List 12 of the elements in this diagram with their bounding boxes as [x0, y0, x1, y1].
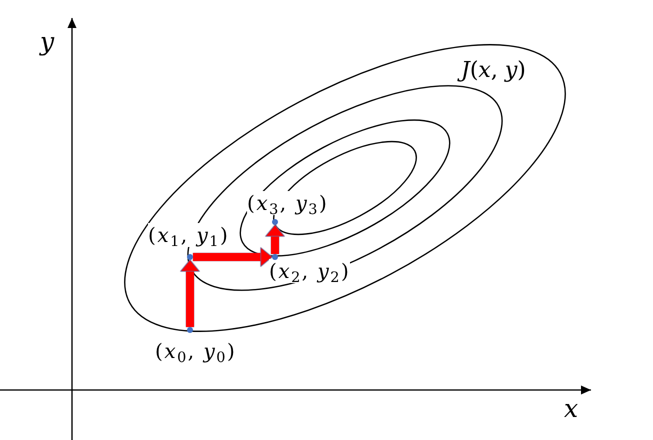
point-marker-icon [187, 254, 193, 260]
axis-label: x [564, 394, 578, 424]
point-marker-icon [272, 219, 278, 225]
arrow [266, 224, 284, 254]
point-marker-icon [272, 254, 278, 260]
coordinate-label: (x$_{1}$, y$_{1}$) [148, 223, 230, 247]
arrow [193, 248, 272, 266]
coordinate-label: (x$_{3}$, y$_{3}$) [247, 191, 328, 215]
arrow [180, 260, 200, 327]
point-marker-icon [187, 327, 193, 333]
axis-label: y [40, 27, 54, 57]
coordinate-label: (x$_{2}$, y$_{2}$) [269, 259, 350, 283]
